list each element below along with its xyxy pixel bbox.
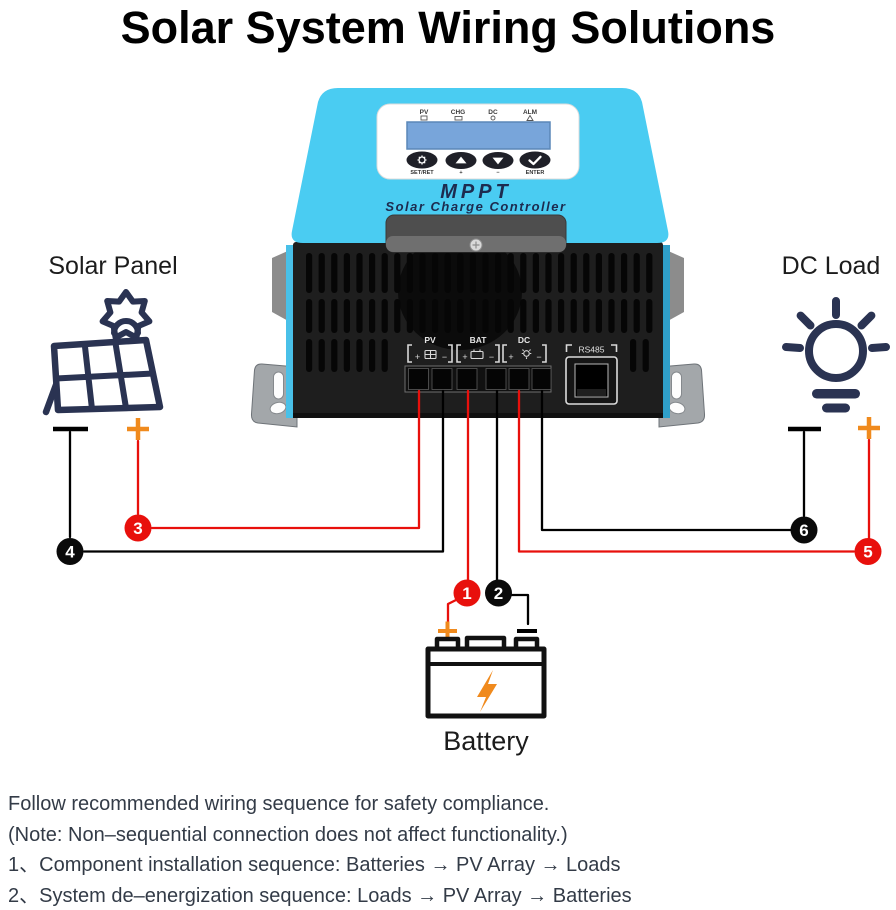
solar-plus-mark	[127, 418, 149, 440]
set-button-label: SET/RET	[410, 170, 434, 176]
gear-icon	[417, 155, 427, 165]
svg-text:2: 2	[494, 584, 503, 603]
panel-buttons: SET/RET + − ENTER	[406, 151, 551, 176]
wire-battery-negative	[495, 389, 530, 626]
step-badge-5: 5	[854, 538, 882, 565]
dc-bulb-icon	[523, 350, 530, 357]
bat-plus-mark: +	[462, 352, 467, 362]
load-plus-mark	[858, 417, 880, 439]
wire-pv-positive	[136, 389, 421, 530]
battery-icon	[425, 635, 547, 719]
plus-button-label: +	[459, 170, 462, 176]
step-badge-6: 6	[790, 516, 818, 544]
polarity-marks	[53, 417, 880, 641]
indicator-dc-label: DC	[488, 109, 498, 116]
vent-row-2	[306, 299, 653, 333]
solar-panel-icon	[42, 289, 164, 416]
bat-minus-mark: −	[489, 352, 494, 362]
brand-subtitle: Solar Charge Controller	[385, 199, 566, 214]
dc-load-label: DC Load	[781, 252, 881, 280]
svg-text:1: 1	[462, 584, 471, 603]
bat-battery-icon	[470, 350, 484, 360]
indicator-chg-label: CHG	[451, 109, 465, 116]
step-badges: 1 2 3 4 5 6	[56, 514, 882, 607]
page-title: Solar System Wiring Solutions	[120, 2, 776, 53]
vent-row-3-right	[630, 339, 649, 372]
wire-pv-negative	[68, 389, 445, 553]
down-arrow-icon	[492, 157, 504, 165]
indicator-pv-icon	[420, 115, 428, 121]
svg-text:6: 6	[799, 521, 808, 540]
handle	[385, 214, 567, 253]
terminal-block	[404, 365, 552, 393]
case-edge-left	[286, 245, 296, 418]
up-arrow-icon	[455, 156, 467, 164]
dc-terminal-label: DC	[518, 335, 530, 345]
svg-text:4: 4	[65, 543, 75, 562]
step-badge-2: 2	[485, 579, 512, 607]
left-mounting-bracket	[250, 363, 298, 428]
svg-text:5: 5	[863, 543, 872, 562]
indicator-alm-icon	[526, 114, 534, 121]
step-badge-3: 3	[124, 514, 152, 542]
step-badge-4: 4	[56, 538, 84, 565]
indicator-alm-label: ALM	[523, 109, 537, 116]
rs485-port: RS485	[565, 344, 618, 405]
case-edge-right	[660, 245, 670, 418]
pv-terminal-label: PV	[424, 335, 436, 345]
pv-minus-mark: −	[442, 352, 447, 362]
pv-plus-mark: +	[415, 352, 420, 362]
battery-label: Battery	[443, 726, 529, 756]
vent-row-3-left	[306, 339, 388, 372]
minus-button-label: −	[496, 170, 499, 176]
sun-icon	[99, 289, 153, 341]
brand-text: MPPT	[440, 181, 512, 203]
wiring	[68, 389, 871, 626]
terminal-labels: PV BAT DC + − + − + −	[407, 335, 547, 363]
sun-core	[111, 318, 141, 336]
footer-notes: Follow recommended wiring sequence for s…	[8, 789, 888, 910]
set-button	[406, 151, 438, 169]
vent-row-1	[306, 253, 653, 293]
footer-line-4: 2、System de–energization sequence: Loads…	[8, 884, 632, 907]
lcd-screen	[406, 121, 551, 150]
indicator-dc-icon	[490, 115, 496, 121]
footer-line-2: (Note: Non–sequential connection does no…	[8, 823, 568, 846]
footer-line-1: Follow recommended wiring sequence for s…	[8, 793, 550, 815]
solar-panel-label: Solar Panel	[48, 252, 178, 280]
check-icon	[528, 155, 542, 166]
right-mounting-bracket	[658, 363, 706, 428]
rs485-label: RS485	[579, 345, 605, 355]
wire-dc-negative	[540, 389, 806, 532]
wire-dc-positive	[517, 389, 871, 553]
svg-text:3: 3	[133, 519, 142, 538]
bulb-icon	[782, 297, 890, 413]
indicator-chg-icon	[454, 116, 463, 121]
enter-button-label: ENTER	[526, 170, 545, 176]
dc-plus-mark: +	[508, 352, 513, 362]
bat-terminal-label: BAT	[470, 335, 488, 345]
left-fin	[272, 250, 290, 322]
dc-minus-mark: −	[536, 352, 541, 362]
bolt-icon	[477, 670, 497, 712]
indicator-pv-label: PV	[420, 109, 429, 116]
right-fin	[666, 250, 684, 322]
charge-controller: PV CHG DC ALM	[250, 88, 706, 428]
wire-battery-positive	[446, 389, 470, 624]
front-face-bottom-shadow	[293, 413, 663, 418]
step-badge-1: 1	[453, 579, 481, 607]
footer-line-3: 1、Component installation sequence: Batte…	[8, 854, 621, 876]
lcd-indicators: PV CHG DC ALM	[420, 109, 537, 121]
enter-button	[519, 151, 551, 169]
